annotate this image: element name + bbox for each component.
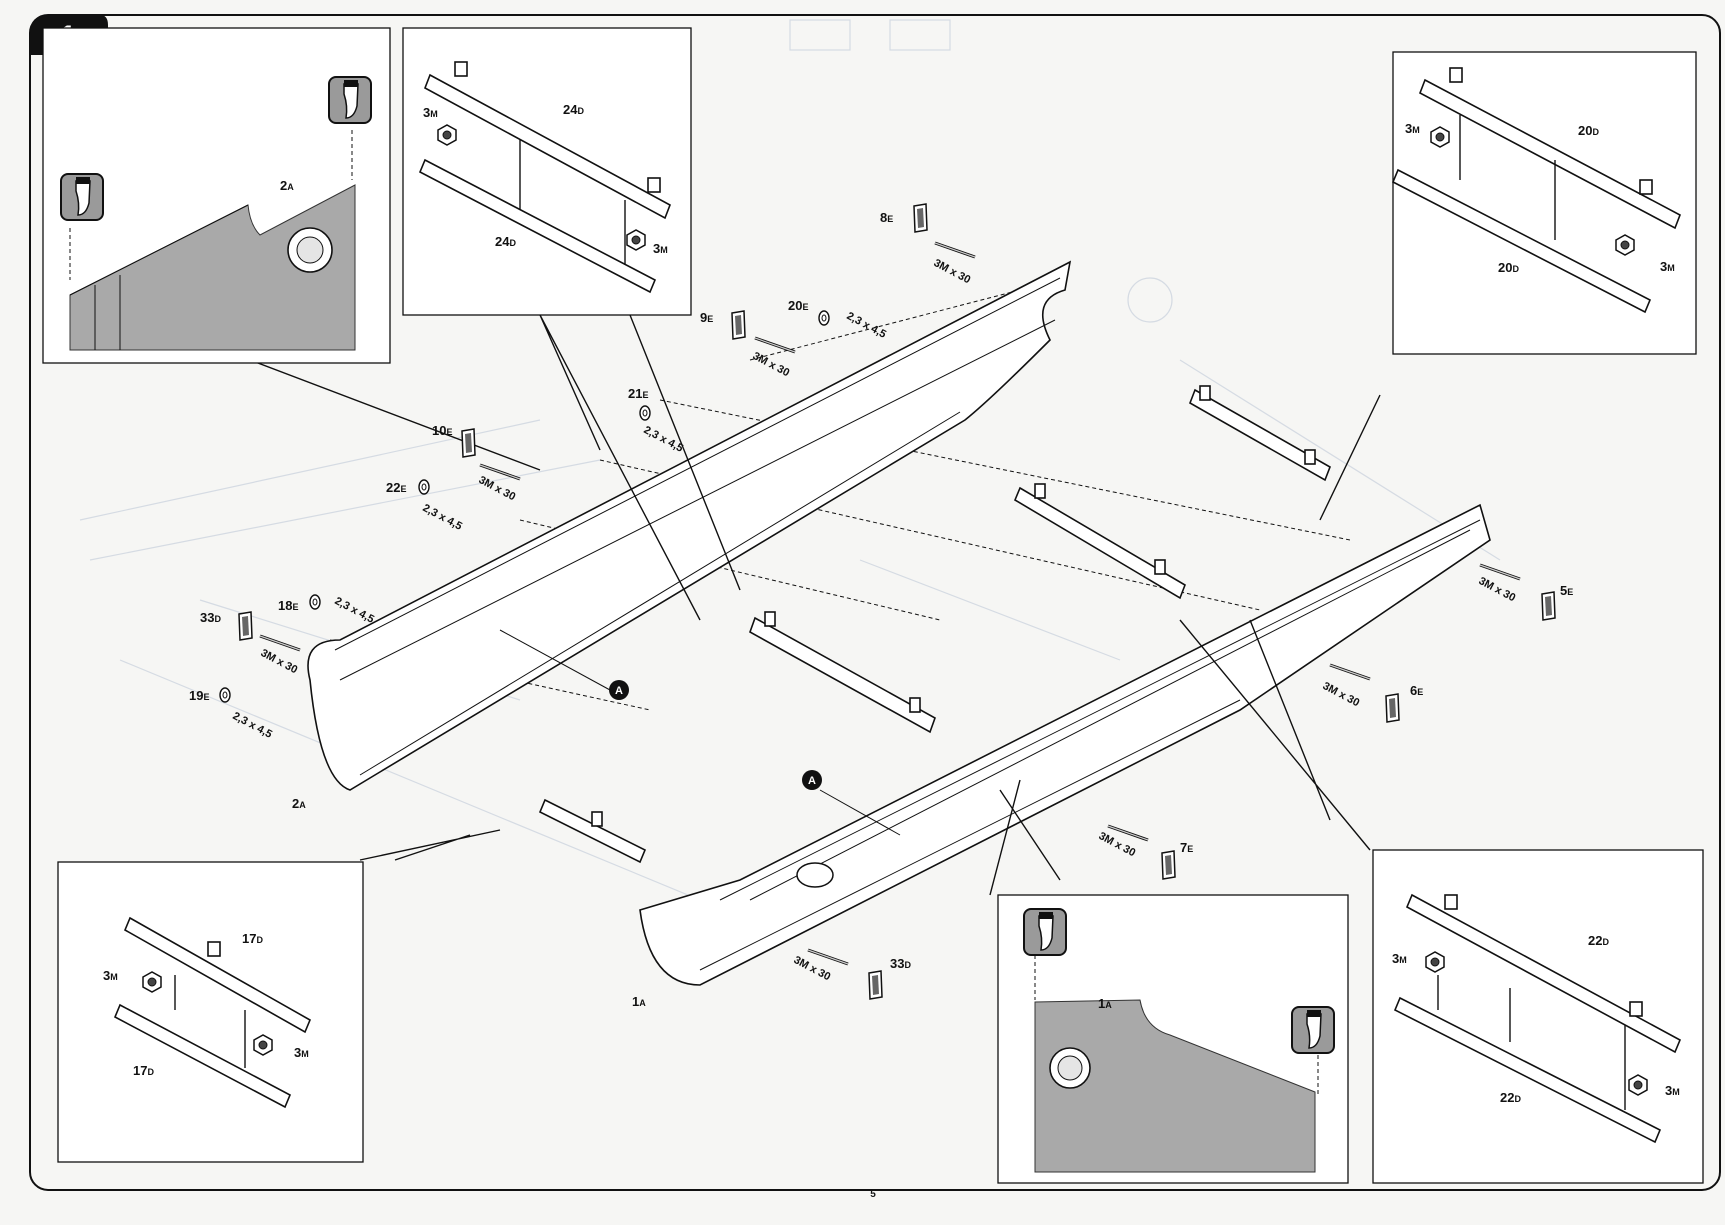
crossbeam-mid-left: [749, 611, 936, 734]
mounting-tab: [461, 428, 476, 458]
part-label: 3M: [1405, 121, 1420, 136]
nut-icon: [1425, 951, 1445, 973]
cutter-knife-icon: [60, 173, 104, 221]
part-label: 3M: [103, 968, 118, 983]
nut-icon: [437, 124, 457, 146]
part-label: 3M: [294, 1045, 309, 1060]
part-label: 3M: [653, 241, 668, 256]
mounting-tab: [868, 970, 883, 1000]
part-label: 22D: [1500, 1090, 1521, 1105]
part-label: 20E: [788, 298, 808, 313]
page-frame: [29, 14, 1721, 1191]
inset-hull-cut-left: 2A: [42, 27, 391, 364]
nut-icon: [626, 229, 646, 251]
cutter-knife-icon: [1291, 1006, 1335, 1054]
hull-half-1a: [639, 503, 1491, 986]
part-label: 20D: [1578, 123, 1599, 138]
part-label: 8E: [880, 210, 893, 225]
part-label: 3M: [423, 105, 438, 120]
assembly-marker-icon-lower: A: [802, 770, 901, 836]
washer-icon: [818, 310, 830, 326]
inset-hull-cut-right: 1A: [997, 894, 1349, 1184]
mounting-tab: [1385, 693, 1400, 723]
part-label: 3M x 30: [932, 257, 973, 286]
part-label: 9E: [700, 310, 713, 325]
tab-8e: [913, 203, 928, 233]
part-label: 6E: [1410, 683, 1423, 698]
part-label: 21E: [628, 386, 648, 401]
part-label: 1A: [632, 994, 646, 1009]
part-label: 17D: [133, 1063, 154, 1078]
screw-icon: [753, 336, 797, 354]
nut-icon: [253, 1034, 273, 1056]
part-label: 7E: [1180, 840, 1193, 855]
inset-beam-20d: 20D 20D 3M 3M: [1391, 51, 1697, 355]
inset-beam-22d: 22D 22D 3M 3M: [1372, 849, 1704, 1184]
part-label: 17D: [242, 931, 263, 946]
mounting-tab: [1161, 850, 1176, 880]
inset-beam-24d: 24D 24D 3M 3M: [402, 27, 692, 316]
crossbeam-front: [538, 798, 647, 864]
part-label: 2A: [280, 178, 294, 193]
part-label: 33D: [890, 956, 911, 971]
crossbeam-mid-right: [1013, 483, 1186, 600]
part-label: 19E: [189, 688, 209, 703]
part-label: 2A: [292, 796, 306, 811]
part-label: 2,3 x 4,5: [421, 502, 464, 533]
screw-icon: [1328, 663, 1372, 681]
part-label: 22D: [1588, 933, 1609, 948]
mounting-tab: [238, 611, 253, 641]
nut-icon: [1615, 234, 1635, 256]
assembly-marker-icon-upper: A: [499, 629, 629, 700]
part-label: 1A: [1098, 996, 1112, 1011]
part-label: 3M x 30: [259, 647, 300, 676]
part-label: 2,3 x 4,5: [333, 595, 376, 626]
page-number: 5: [870, 1189, 876, 1200]
part-label: 3M x 30: [1477, 575, 1518, 604]
part-label: A: [808, 775, 816, 787]
part-label: 3M: [1665, 1083, 1680, 1098]
washer-icon: [309, 594, 321, 610]
screw-icon: [933, 241, 977, 259]
part-label: 3M x 30: [1321, 680, 1362, 709]
part-label: A: [615, 685, 623, 697]
cutter-knife-icon: [1023, 908, 1067, 956]
part-label: 2,3 x 4,5: [642, 424, 685, 455]
washer-icon: [639, 405, 651, 421]
part-label: 3M x 30: [792, 954, 833, 983]
washer-icon: [219, 687, 231, 703]
cutter-knife-icon: [328, 76, 372, 124]
hull-half-2a: [307, 260, 1072, 791]
inset-beam-17d: 17D 17D 3M 3M: [57, 861, 364, 1163]
nut-icon: [1430, 126, 1450, 148]
mounting-tab: [1541, 591, 1556, 621]
hull-assembly: A A: [249, 260, 1491, 986]
part-label: 20D: [1498, 260, 1519, 275]
part-label: 24D: [495, 234, 516, 249]
part-label: 18E: [278, 598, 298, 613]
nut-icon: [142, 971, 162, 993]
part-label: 33D: [200, 610, 221, 625]
crossbeam-rear: [1189, 385, 1331, 482]
washer-icon: [418, 479, 430, 495]
part-label: 22E: [386, 480, 406, 495]
part-label: 5E: [1560, 583, 1573, 598]
nut-icon: [1628, 1074, 1648, 1096]
part-label: 3M: [1392, 951, 1407, 966]
part-label: 24D: [563, 102, 584, 117]
part-label: 3M x 30: [477, 474, 518, 503]
part-label: 3M: [1660, 259, 1675, 274]
part-label: 10E: [432, 423, 452, 438]
mounting-tab: [731, 310, 746, 340]
